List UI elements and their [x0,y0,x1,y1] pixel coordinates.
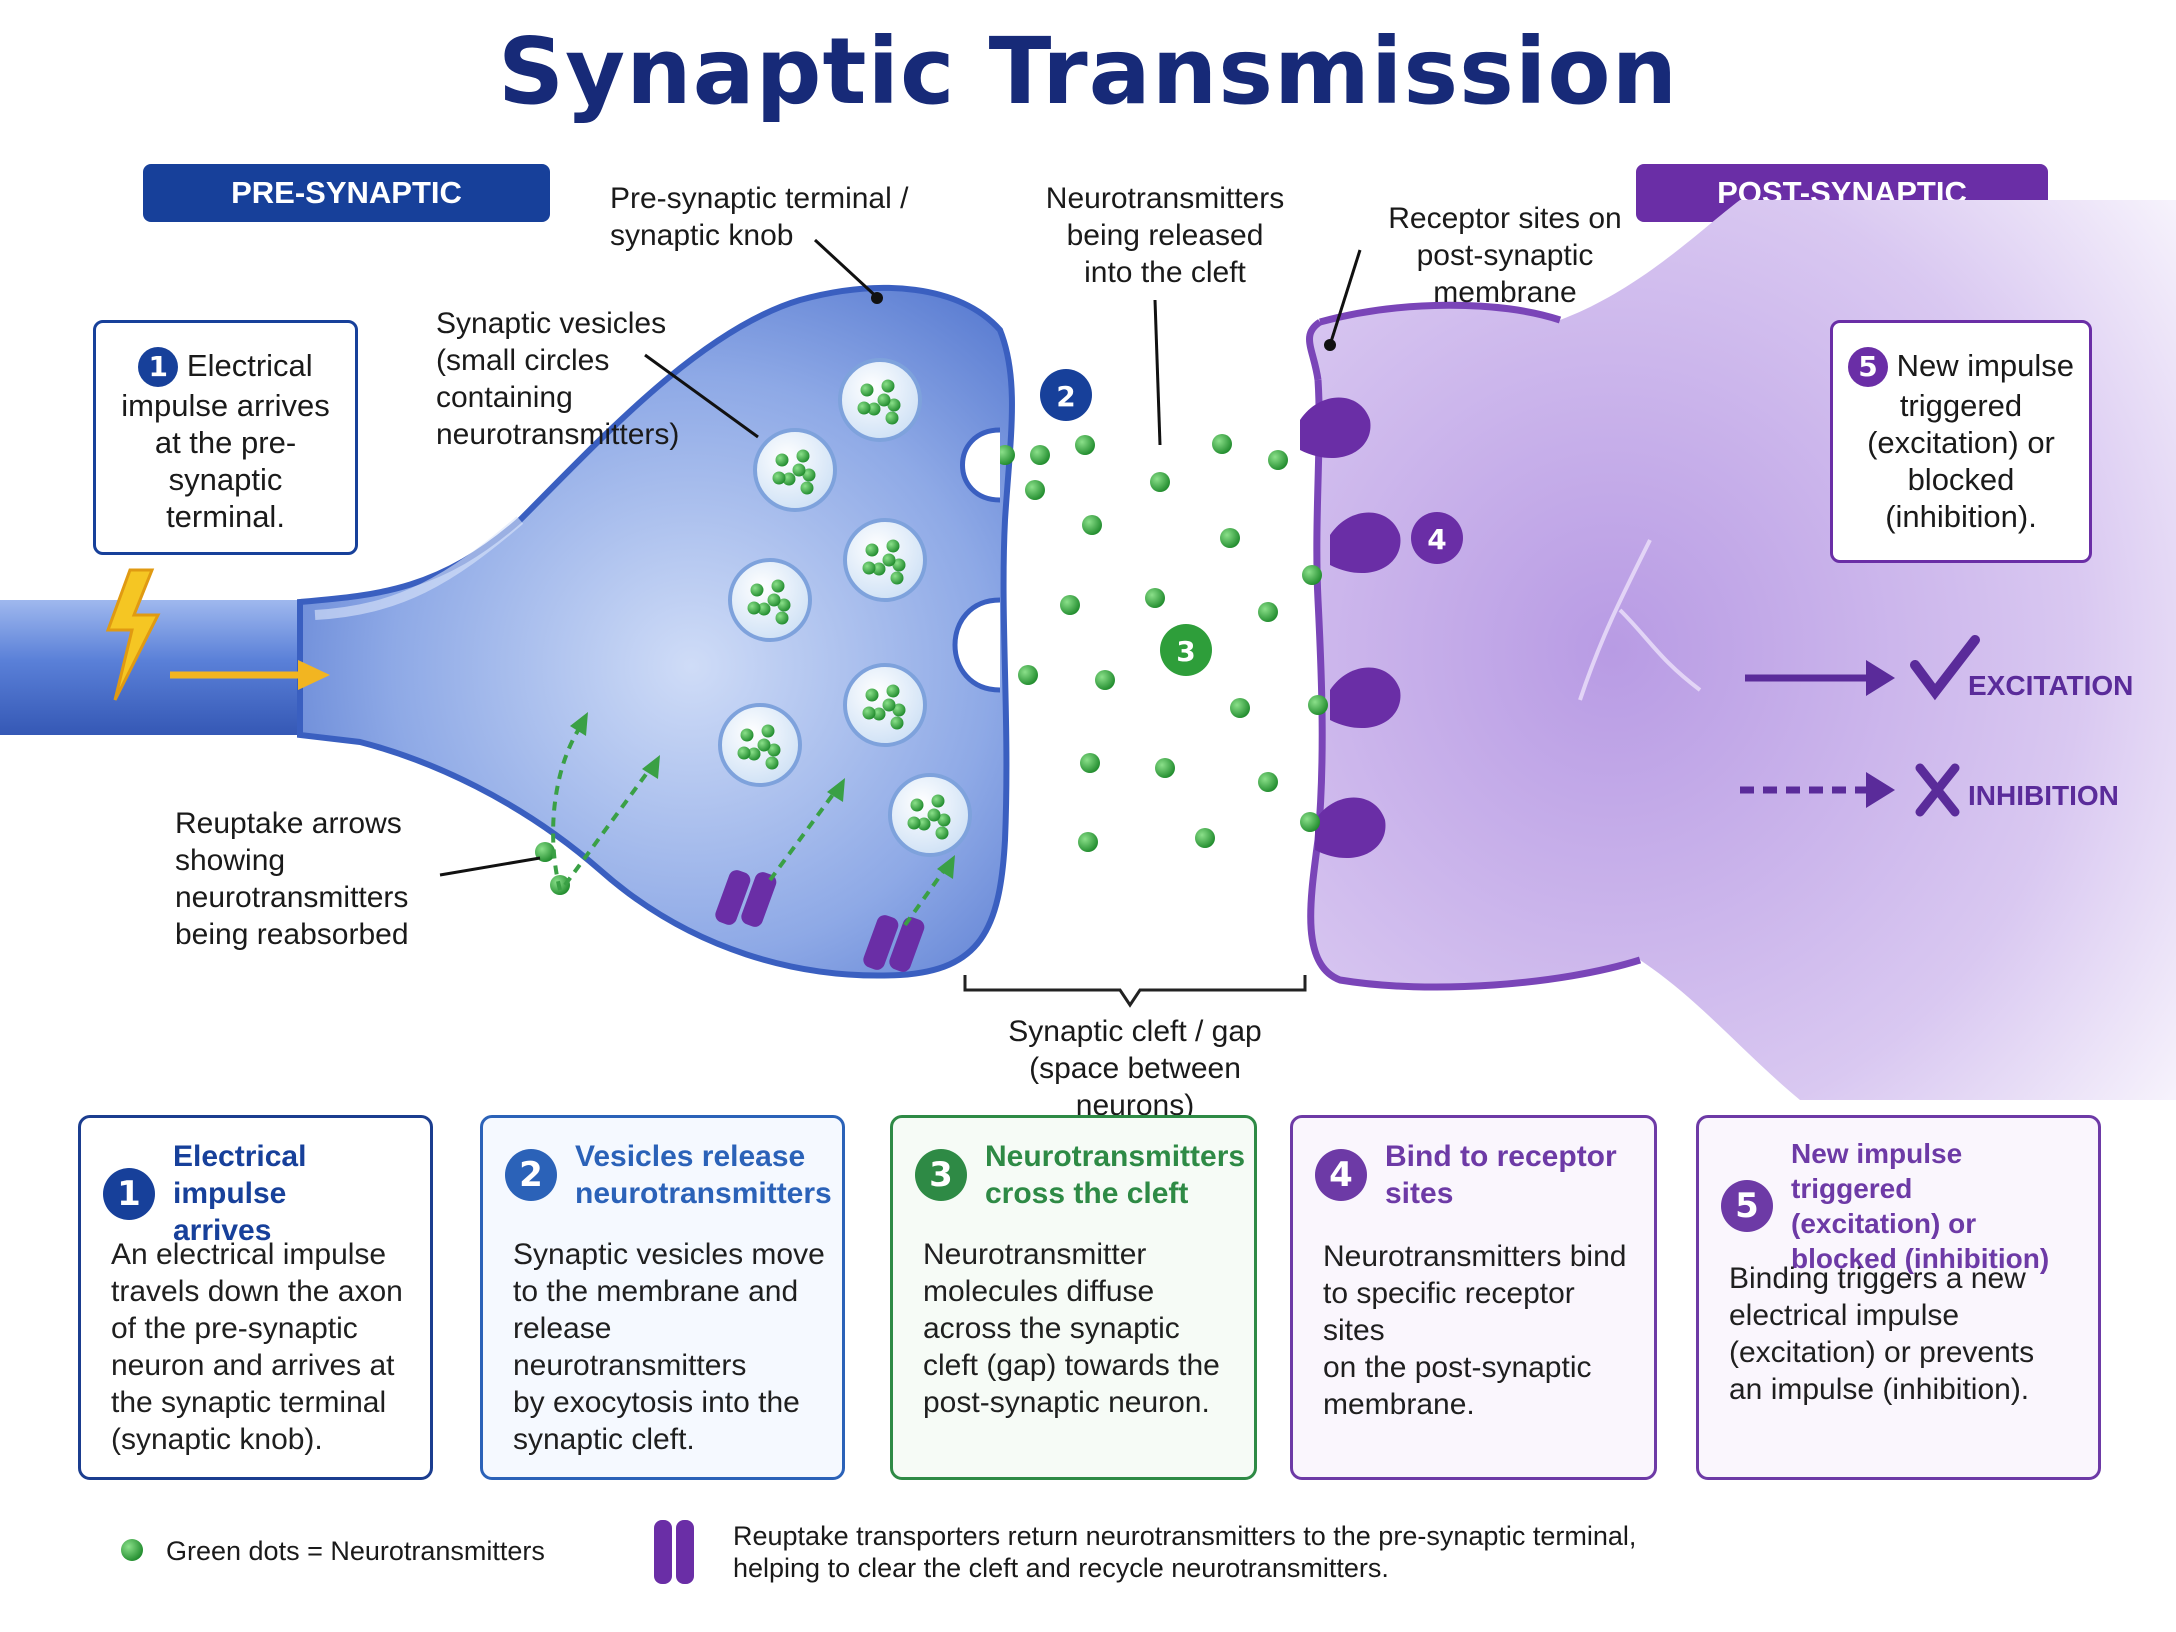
card5-badge: 5 [1721,1180,1773,1232]
cleft-label: Synaptic cleft / gap(space between neuro… [1008,1015,1262,1122]
step5-callout: 5 New impulse triggered (excitation) or … [1830,320,2092,563]
inhibition-arrow [1740,772,1895,808]
card1-badge: 1 [103,1167,155,1220]
pre-synaptic-label: PRE-SYNAPTIC NEURON [143,164,550,268]
vesicle [728,558,812,642]
neurotransmitter-dot [1302,565,1322,585]
neurotransmitter-dot [1258,602,1278,622]
card4-title: Bind to receptor sites [1385,1140,1617,1210]
legend-dots-text: Green dots = Neurotransmitters [166,1536,545,1566]
neurotransmitter-dot [1095,670,1115,690]
neurotransmitter-dot [1078,832,1098,852]
card4-badge: 4 [1315,1149,1367,1201]
vesicle [843,518,927,602]
x-icon [1915,763,1960,817]
step-marker-4: 4 [1411,512,1463,564]
step1-callout: 1 Electrical impulse arrives at the pre-… [93,320,358,555]
synaptic-vesicles [718,358,972,857]
neurotransmitter-dot [1268,450,1288,470]
neurotransmitter-dot [1300,812,1320,832]
neurotransmitter-dot [1220,528,1240,548]
cleft-bracket [963,975,1307,1008]
svg-text:3: 3 [1176,635,1195,668]
vesicle [838,358,922,442]
neurotransmitter-dot [1258,772,1278,792]
neurotransmitter-dot [1155,758,1175,778]
reuptake-arrows [551,718,952,927]
excitation-label: EXCITATION [1968,670,2134,701]
terminal-label: Pre-synaptic terminal /synaptic knob [610,182,909,252]
neurotransmitter-dot [1145,588,1165,608]
inhibition-label: INHIBITION [1968,780,2119,811]
neurotransmitter-dot [1308,695,1328,715]
exocytosis-sites [952,427,1001,693]
vesicle [843,663,927,747]
neurotransmitter-dot [1060,595,1080,615]
reuptake-arrowheads [570,712,955,879]
reuptake-transporters [715,870,925,972]
legend-dot-icon [121,1539,143,1561]
vesicle [753,428,837,512]
step1-badge: 1 [138,347,179,387]
lightning-icon [105,568,161,701]
legend-transporter-text: Reuptake transporters return neurotransm… [733,1521,1637,1583]
card2-badge: 2 [505,1149,557,1201]
neurotransmitter-dot [535,842,555,862]
neurotransmitter-dot [1195,828,1215,848]
excitation-arrow [1745,660,1895,696]
card3-badge: 3 [915,1149,967,1201]
neurotransmitter-dot [1212,434,1232,454]
step-card-4: 4 Bind to receptor sites Neurotransmitte… [1290,1115,1657,1480]
vesicle [718,703,802,787]
step-marker-2: 2 [1040,369,1092,421]
neurotransmitter-dot [1025,480,1045,500]
step-marker-3: 3 [1160,624,1212,676]
leader-lines [439,238,1362,877]
neurotransmitter-dot [1230,698,1250,718]
neurotransmitter-dot [1150,472,1170,492]
vesicle [888,773,972,857]
impulse-arrow [170,660,330,690]
diagram-title: Synaptic Transmission [497,18,1679,125]
svg-text:2: 2 [1056,380,1075,413]
neurotransmitter-dot [1018,665,1038,685]
neurotransmitter-dot [1075,435,1095,455]
neurotransmitter-dot [1082,515,1102,535]
check-icon [1910,635,1980,701]
receptor-sites [1300,397,1401,859]
svg-text:4: 4 [1427,523,1446,556]
legend-transporter-icon [654,1520,694,1584]
neurotransmitter-dot [1080,753,1100,773]
neurotransmitter-dot [1030,445,1050,465]
step5-badge: 5 [1847,347,1888,387]
